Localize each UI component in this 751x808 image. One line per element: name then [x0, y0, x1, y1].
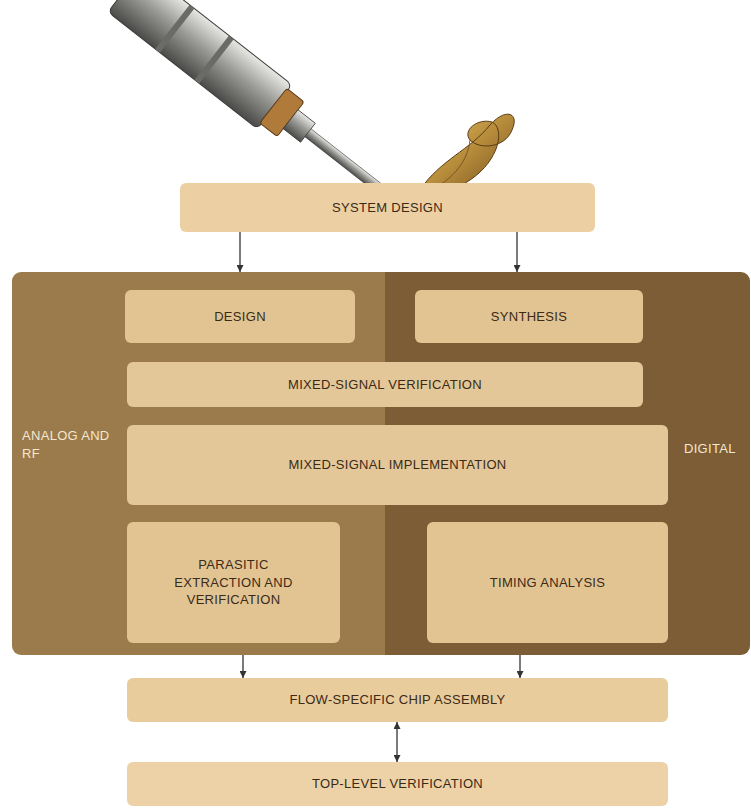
system-box: SYSTEM DESIGN — [180, 183, 595, 232]
box-label: DESIGN — [214, 308, 266, 326]
process-box: DESIGN — [125, 290, 355, 343]
box-label: FLOW-SPECIFIC CHIP ASSEMBLY — [289, 691, 505, 709]
region-label: DIGITAL — [684, 440, 746, 458]
box-label: MIXED-SIGNAL VERIFICATION — [288, 376, 482, 394]
flow-panel: ANALOG AND RF DIGITAL DESIGN SYNTHESIS MIXED… — [12, 272, 750, 655]
box-label: TOP-LEVEL VERIFICATION — [312, 775, 483, 793]
box-label: PARASITIC EXTRACTION AND VERIFICATION — [159, 556, 309, 609]
process-box: MIXED-SIGNAL VERIFICATION — [127, 362, 643, 407]
flow-arrow — [242, 655, 243, 678]
process-box: TOP-LEVEL VERIFICATION — [127, 762, 668, 806]
process-box: PARASITIC EXTRACTION AND VERIFICATION — [127, 522, 340, 643]
box-label: TIMING ANALYSIS — [490, 574, 606, 592]
flow-arrow — [239, 232, 240, 272]
process-box: TIMING ANALYSIS — [427, 522, 668, 643]
process-box: SYNTHESIS — [415, 290, 643, 343]
region-label: ANALOG AND RF — [22, 427, 112, 462]
box-label: SYSTEM DESIGN — [332, 199, 443, 217]
box-label: SYNTHESIS — [491, 308, 567, 326]
flow-arrow — [519, 655, 520, 678]
process-box: MIXED-SIGNAL IMPLEMENTATION — [127, 425, 668, 505]
flow-arrow — [516, 232, 517, 272]
box-label: MIXED-SIGNAL IMPLEMENTATION — [288, 456, 506, 474]
process-box: FLOW-SPECIFIC CHIP ASSEMBLY — [127, 678, 668, 722]
flow-arrow — [396, 722, 397, 762]
